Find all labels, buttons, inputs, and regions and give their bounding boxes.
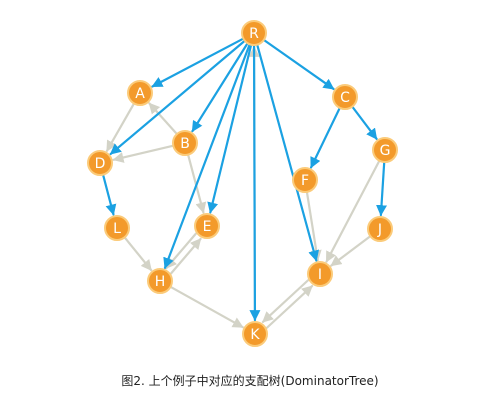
node-circle: [242, 321, 268, 347]
cfg-edge-A-D: [105, 103, 135, 152]
figure-caption: 图2. 上个例子中对应的支配树(DominatorTree): [121, 374, 379, 388]
dominator-edge-R-H: [163, 44, 251, 270]
dominator-edge-D-L: [102, 174, 117, 216]
node-circle: [147, 268, 173, 294]
node-circle: [332, 84, 358, 110]
dominator-edge-C-F: [309, 107, 341, 169]
dominator-edges: [102, 37, 387, 322]
node-B: B: [172, 130, 198, 156]
node-H: H: [147, 268, 173, 294]
node-label: K: [250, 327, 260, 343]
cfg-edge-G-I: [325, 160, 381, 263]
node-label: I: [318, 267, 322, 283]
node-A: A: [127, 80, 153, 106]
node-R: R: [241, 20, 267, 46]
cfg-edge-H-K: [170, 286, 244, 329]
node-label: D: [95, 156, 106, 172]
node-G: G: [372, 137, 398, 163]
node-circle: [127, 80, 153, 106]
node-circle: [194, 213, 220, 239]
node-D: D: [87, 150, 113, 176]
node-label: L: [113, 221, 121, 237]
dominator-tree-diagram: R A B C D E F G H I J K L: [87, 20, 398, 347]
node-label: F: [301, 173, 309, 189]
node-label: J: [377, 222, 382, 238]
node-I: I: [307, 261, 333, 287]
dominator-edge-R-I: [256, 44, 319, 262]
dominator-edge-R-E: [207, 44, 253, 214]
node-circle: [104, 215, 130, 241]
node-K: K: [242, 321, 268, 347]
dominator-edge-R-C: [263, 39, 335, 91]
dominator-edge-C-G: [351, 106, 378, 140]
dominator-edge-R-D: [109, 40, 246, 156]
dominator-edge-R-A: [151, 37, 244, 88]
node-label: B: [180, 136, 190, 152]
cfg-edge-L-H: [124, 236, 153, 272]
graph-nodes: R A B C D E F G H I J K L: [87, 20, 398, 347]
dominator-edge-R-B: [191, 42, 249, 133]
node-circle: [372, 137, 398, 163]
cfg-edge-H-E: [170, 237, 202, 275]
node-label: H: [155, 274, 166, 290]
node-C: C: [332, 84, 358, 110]
node-label: C: [340, 90, 350, 106]
dominator-edge-G-J: [376, 161, 387, 217]
cfg-edge-J-I: [330, 235, 371, 267]
dominator-edge-R-K: [249, 44, 261, 322]
cfg-edge-F-I: [305, 191, 322, 262]
node-circle: [241, 20, 267, 46]
node-circle: [292, 167, 318, 193]
node-label: E: [203, 219, 212, 235]
cfg-edge-B-D: [112, 144, 174, 163]
node-F: F: [292, 167, 318, 193]
node-circle: [367, 216, 393, 242]
node-label: R: [249, 26, 259, 42]
node-label: G: [380, 143, 391, 159]
node-circle: [307, 261, 333, 287]
node-circle: [172, 130, 198, 156]
node-label: A: [135, 86, 145, 102]
node-J: J: [367, 216, 393, 242]
node-L: L: [104, 215, 130, 241]
cfg-edge-I-K: [261, 279, 310, 324]
cfg-edge-K-I: [265, 284, 314, 329]
node-E: E: [194, 213, 220, 239]
cfg-edge-B-A: [148, 102, 178, 135]
node-circle: [87, 150, 113, 176]
